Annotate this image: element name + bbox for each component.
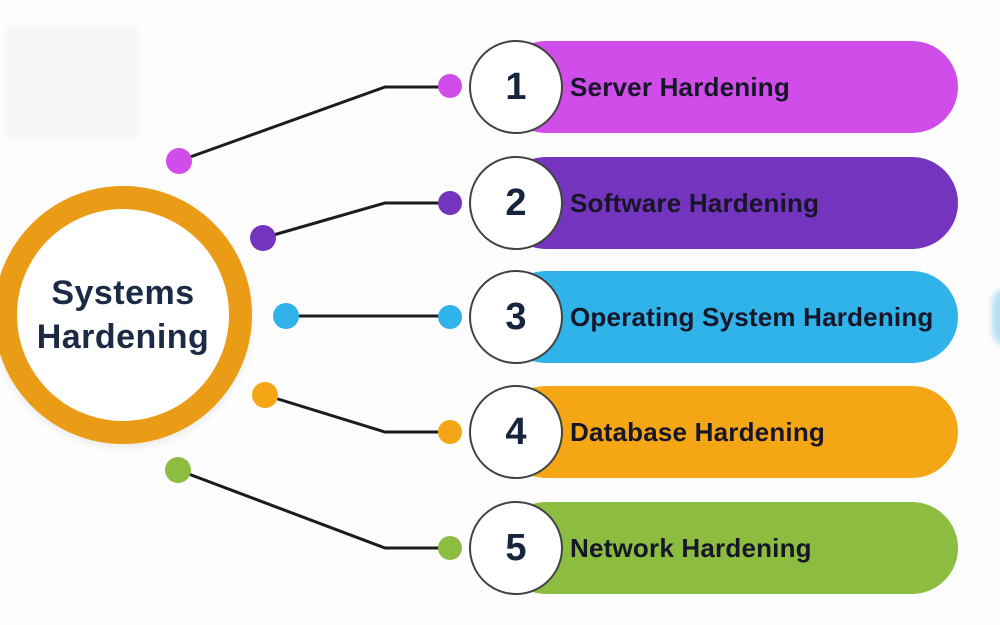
item-label: Operating System Hardening bbox=[570, 301, 934, 332]
number-badge: 3 bbox=[469, 270, 563, 364]
item-label: Server Hardening bbox=[570, 71, 790, 102]
connector-line-5 bbox=[177, 468, 450, 550]
connector-dot-right-4 bbox=[438, 420, 462, 444]
item-bar bbox=[500, 157, 958, 249]
item-bar bbox=[500, 386, 958, 478]
connector-dot-left-4 bbox=[252, 382, 278, 408]
number-badge: 5 bbox=[469, 501, 563, 595]
connector-dot-right-1 bbox=[438, 74, 462, 98]
badge-number: 1 bbox=[505, 65, 527, 108]
badge-number: 5 bbox=[505, 526, 527, 569]
item-label: Network Hardening bbox=[570, 532, 812, 563]
item-bar bbox=[500, 502, 958, 594]
item-label: Software Hardening bbox=[570, 187, 820, 218]
connector-line-4 bbox=[264, 393, 450, 434]
connector-dot-right-3 bbox=[438, 305, 462, 329]
badge-number: 2 bbox=[505, 181, 527, 224]
connector-dot-left-2 bbox=[250, 225, 276, 251]
connector-dot-left-5 bbox=[165, 457, 191, 483]
connector-dot-right-5 bbox=[438, 536, 462, 560]
item-row-network-hardening: 5 Network Hardening bbox=[0, 501, 1000, 595]
hub-title: Systems Hardening bbox=[37, 271, 210, 359]
connector-line-1 bbox=[178, 85, 450, 163]
item-row-operating-system-hardening: 3 Operating System Hardening bbox=[0, 270, 1000, 364]
edge-artifact bbox=[992, 288, 1000, 346]
connector-dot-left-3 bbox=[273, 303, 299, 329]
hub-title-line1: Systems bbox=[51, 274, 195, 312]
watermark-smudge bbox=[6, 26, 138, 138]
item-label: Database Hardening bbox=[570, 416, 826, 447]
hub-title-line2: Hardening bbox=[36, 318, 210, 356]
connector-line-2 bbox=[262, 201, 450, 240]
badge-number: 4 bbox=[505, 410, 527, 453]
item-bar bbox=[500, 271, 958, 363]
connector-dot-left-1 bbox=[166, 148, 192, 174]
number-badge: 1 bbox=[469, 40, 563, 134]
item-row-server-hardening: 1 Server Hardening bbox=[0, 40, 1000, 134]
number-badge: 4 bbox=[469, 385, 563, 479]
connector-dot-right-2 bbox=[438, 191, 462, 215]
badge-number: 3 bbox=[505, 295, 527, 338]
item-row-database-hardening: 4 Database Hardening bbox=[0, 385, 1000, 479]
item-bar bbox=[500, 41, 958, 133]
number-badge: 2 bbox=[469, 156, 563, 250]
item-row-software-hardening: 2 Software Hardening bbox=[0, 156, 1000, 250]
